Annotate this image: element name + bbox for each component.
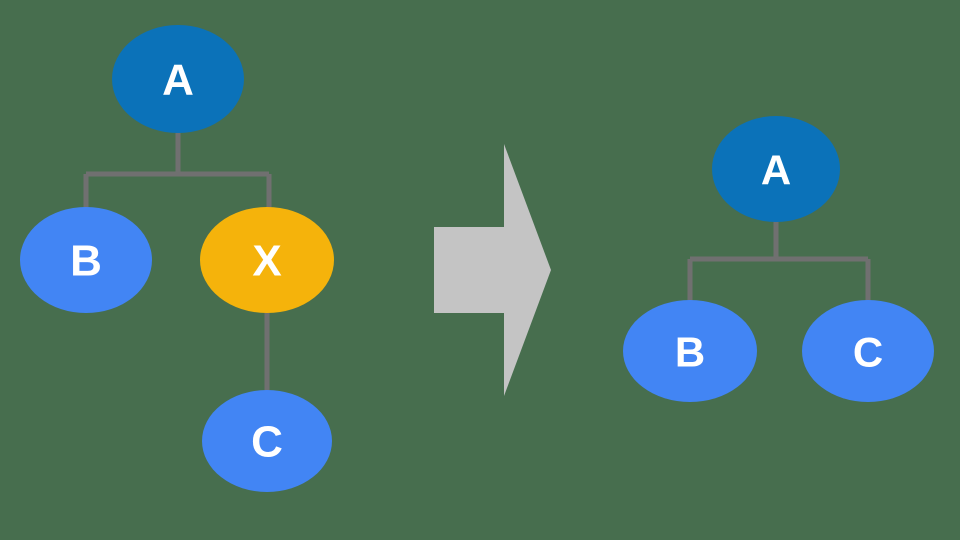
node-a-before-label: A [162,56,194,105]
transform-arrow-icon [434,144,551,396]
node-a-before[interactable]: A [112,25,244,133]
after-tree: A B C [623,116,934,402]
node-c-after-shape[interactable] [802,300,934,402]
before-tree-connectors [83,133,272,392]
node-b-after[interactable]: B [623,300,757,402]
node-c-after[interactable]: C [802,300,934,402]
before-tree: A B X C [20,25,334,492]
node-c-before[interactable]: C [202,390,332,492]
node-b-after-label: B [675,329,705,376]
after-tree-connectors [687,220,871,302]
node-x-removed-label: X [252,237,281,286]
node-b-before[interactable]: B [20,207,152,313]
node-a-after-label: A [761,147,791,194]
node-b-before-shape[interactable] [20,207,152,313]
node-c-after-label: C [853,329,883,376]
node-c-before-label: C [251,418,283,467]
node-b-before-label: B [70,237,102,286]
node-a-after-shape[interactable] [712,116,840,222]
node-b-after-shape[interactable] [623,300,757,402]
node-a-after[interactable]: A [712,116,840,222]
node-a-before-shape[interactable] [112,25,244,133]
node-x-removed-shape[interactable] [200,207,334,313]
node-c-before-shape[interactable] [202,390,332,492]
node-x-removed[interactable]: X [200,207,334,313]
